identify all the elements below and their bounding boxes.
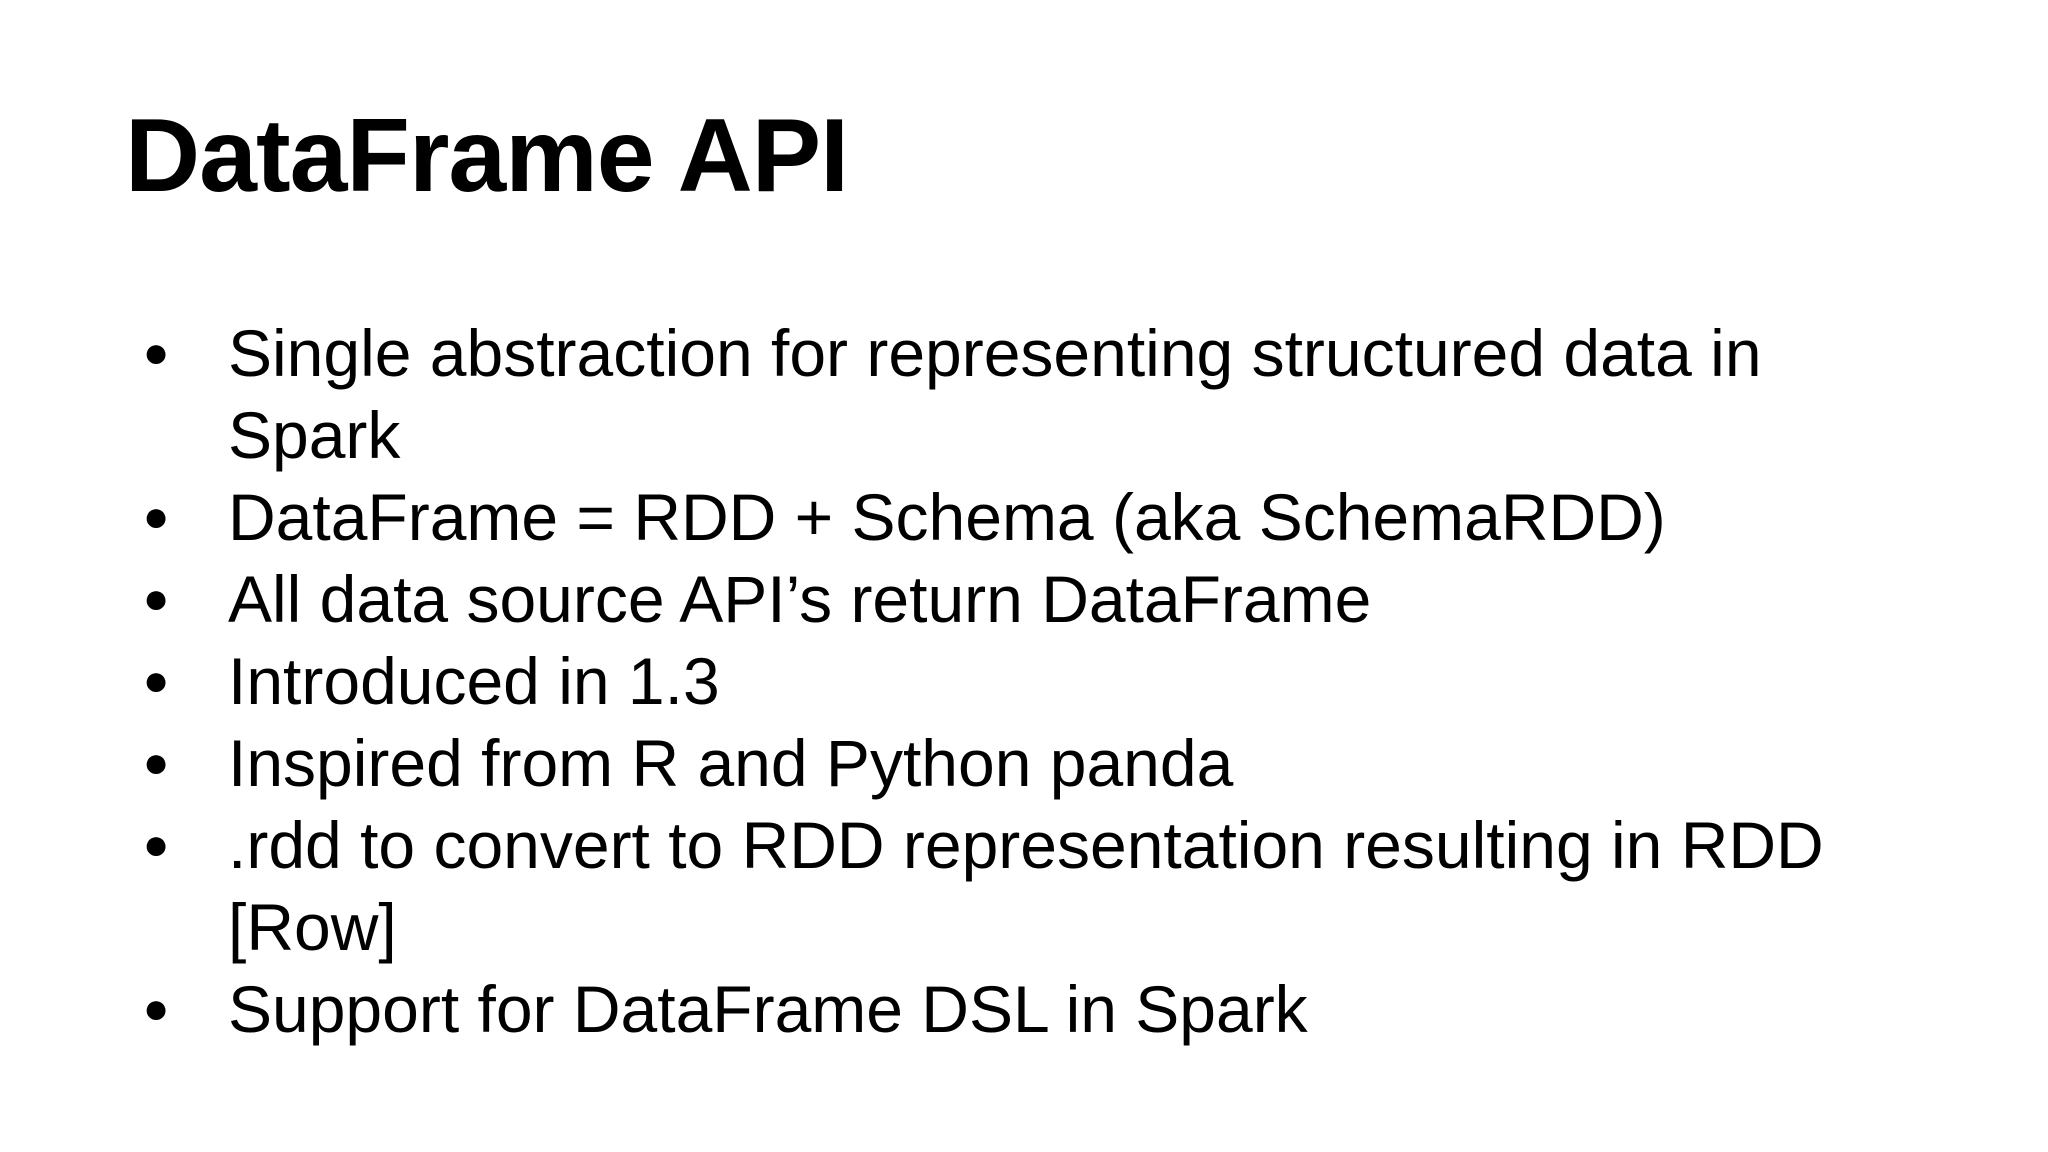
bullet-line: Support for DataFrame DSL in Spark (228, 972, 1308, 1046)
bullet-line: [Row] (228, 890, 397, 964)
bullet-line: Inspired from R and Python panda (228, 726, 1234, 800)
bullet-line: .rdd to convert to RDD representation re… (228, 808, 1824, 882)
bullet-dot-icon: ● (142, 574, 170, 623)
bullet-dot-icon: ● (142, 328, 170, 377)
bullet-text: Introduced in 1.3 (228, 640, 1936, 722)
bullet-dot-icon: ● (142, 984, 170, 1033)
bullet-line: Spark (228, 398, 401, 472)
bullet-dot-icon: ● (142, 820, 170, 869)
slide-title: DataFrame API (125, 98, 849, 214)
bullet-line: Single abstraction for representing stru… (228, 316, 1762, 390)
bullet-item: ● DataFrame = RDD + Schema (aka SchemaRD… (136, 476, 1936, 558)
bullet-item: ● Introduced in 1.3 (136, 640, 1936, 722)
bullet-dot-icon: ● (142, 492, 170, 541)
bullet-item: ● Inspired from R and Python panda (136, 722, 1936, 804)
bullet-dot-icon: ● (142, 738, 170, 787)
bullet-item: ● All data source API’s return DataFrame (136, 558, 1936, 640)
bullet-text: Inspired from R and Python panda (228, 722, 1936, 804)
bullet-line: All data source API’s return DataFrame (228, 562, 1372, 636)
bullet-text: All data source API’s return DataFrame (228, 558, 1936, 640)
bullet-text: DataFrame = RDD + Schema (aka SchemaRDD) (228, 476, 1936, 558)
bullet-item: ● Support for DataFrame DSL in Spark (136, 968, 1936, 1050)
bullet-item: ● .rdd to convert to RDD representation … (136, 804, 1936, 968)
bullet-line: Introduced in 1.3 (228, 644, 720, 718)
bullet-list: ● Single abstraction for representing st… (136, 312, 1936, 1050)
bullet-line: DataFrame = RDD + Schema (aka SchemaRDD) (228, 480, 1666, 554)
bullet-dot-icon: ● (142, 656, 170, 705)
bullet-item: ● Single abstraction for representing st… (136, 312, 1936, 476)
bullet-text: Support for DataFrame DSL in Spark (228, 968, 1936, 1050)
bullet-text: .rdd to convert to RDD representation re… (228, 804, 1936, 968)
bullet-text: Single abstraction for representing stru… (228, 312, 1936, 476)
